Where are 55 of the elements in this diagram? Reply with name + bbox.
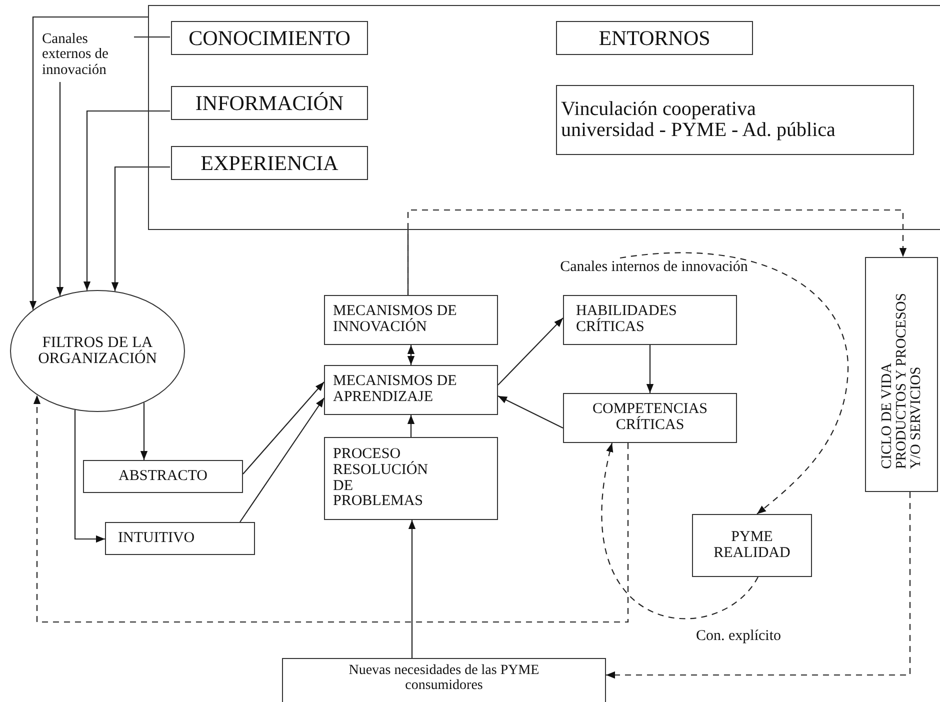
arrow bbox=[407, 415, 415, 437]
dashed-arrow bbox=[602, 442, 758, 620]
arrow bbox=[407, 345, 415, 365]
process-box bbox=[171, 146, 368, 180]
node-text: EXPERIENCIA bbox=[200, 152, 338, 174]
arrow bbox=[140, 402, 148, 460]
arrow bbox=[242, 382, 324, 474]
arrow bbox=[498, 318, 564, 386]
node-text: MECANISMOS DE INNOVACIÓN bbox=[333, 304, 458, 336]
arrow bbox=[83, 110, 170, 290]
node-text: HABILIDADES CRÍTICAS bbox=[576, 304, 678, 336]
arrow bbox=[74, 410, 105, 543]
process-box bbox=[865, 257, 938, 492]
arrow bbox=[646, 345, 654, 393]
arrow bbox=[498, 396, 564, 428]
node-text: REALIDAD bbox=[714, 546, 790, 562]
node-text: INTUITIVO bbox=[118, 530, 195, 546]
arrow bbox=[29, 16, 148, 310]
dashed-arrow bbox=[620, 252, 849, 514]
node-text: Canales internos de innovación bbox=[560, 260, 748, 276]
node-text: Vinculación cooperativa universidad - PYME - Ad. pública bbox=[561, 99, 836, 141]
process-box bbox=[563, 393, 737, 443]
node-text: CONOCIMIENTO bbox=[188, 26, 350, 50]
arrow bbox=[111, 166, 170, 292]
dashed-arrow bbox=[33, 395, 629, 623]
node-text: Nuevas necesidades de las PYME consumidores bbox=[348, 664, 540, 694]
process-box bbox=[324, 295, 498, 345]
node-text: ENTORNOS bbox=[598, 26, 710, 50]
process-box bbox=[563, 295, 737, 345]
process-box bbox=[171, 86, 368, 120]
process-box bbox=[324, 365, 498, 415]
process-box bbox=[324, 437, 498, 520]
node-text: INFORMACIÓN bbox=[195, 92, 344, 114]
node-text: PROCESO RESOLUCIÓN DE PROBLEMAS bbox=[333, 447, 430, 510]
process-box bbox=[556, 85, 914, 155]
process-box bbox=[83, 460, 243, 493]
process-box bbox=[105, 522, 255, 555]
node-text: MECANISMOS DE APRENDIZAJE bbox=[333, 374, 458, 406]
arrow bbox=[408, 520, 416, 658]
process-box bbox=[692, 514, 812, 577]
node-text: CICLO DE VIDA PRODUCTOS Y PROCESOS Y/O SERVICIOS bbox=[880, 292, 924, 468]
process-box bbox=[171, 21, 368, 55]
arrow bbox=[240, 398, 324, 522]
arrow bbox=[56, 82, 64, 296]
node-text: ABSTRACTO bbox=[118, 468, 208, 484]
edge-label: Con. explícito bbox=[694, 628, 783, 645]
frame-box bbox=[148, 5, 940, 230]
node-text: FILTROS DE LA ORGANIZACIÓN bbox=[37, 334, 158, 368]
node-text: Canales externos de innovación bbox=[42, 32, 110, 78]
process-box bbox=[282, 658, 606, 702]
dashed-arrow bbox=[606, 492, 911, 679]
process-box bbox=[556, 21, 753, 55]
dashed-arrow bbox=[407, 209, 907, 295]
node-text: COMPETENCIAS CRÍTICAS bbox=[591, 402, 708, 434]
node-text: PYME bbox=[731, 530, 773, 546]
